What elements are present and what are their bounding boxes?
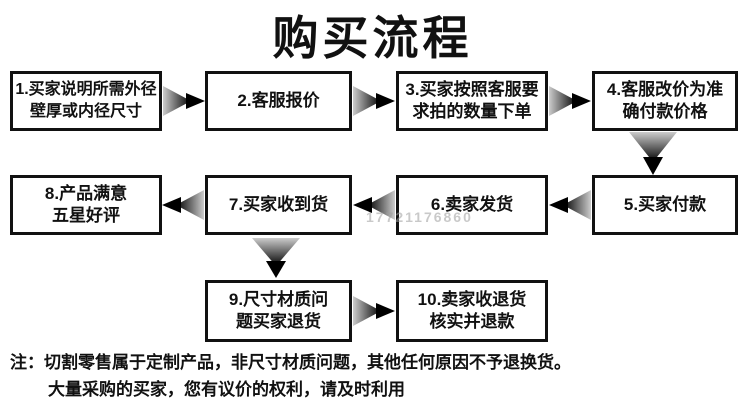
flow-box-10-line2: 核实并退款: [429, 312, 515, 331]
arrow-left-icon: [162, 190, 204, 220]
page-title: 购买流程: [272, 12, 473, 64]
arrow-right-icon: [353, 86, 395, 116]
arrow-down-icon: [629, 132, 677, 175]
flow-box-9-line1: 9.尺寸材质问: [228, 290, 329, 309]
arrow-right-icon: [353, 296, 395, 326]
flow-box-8-line1: 8.产品满意: [44, 184, 128, 203]
flow-box-3-line2: 求拍的数量下单: [412, 102, 532, 121]
flow-box-4-line1: 4.客服改价为准: [606, 80, 724, 99]
flow-box-2: 2.客服报价: [205, 71, 352, 131]
footer-note-line1: 注：切割零售属于定制产品，非尺寸材质问题，其他任何原因不予退换货。: [10, 353, 571, 372]
flow-box-4-line2: 确付款价格: [622, 102, 708, 121]
flow-box-8: 8.产品满意 五星好评: [10, 175, 162, 235]
flow-box-5-line1: 5.买家付款: [623, 195, 707, 214]
flow-box-9-line2: 题买家退货: [236, 312, 321, 331]
arrow-left-icon: [549, 190, 591, 220]
flow-box-8-line2: 五星好评: [52, 206, 120, 225]
footer-note: 注：切割零售属于定制产品，非尺寸材质问题，其他任何原因不予退换货。 大量采购的买…: [10, 349, 571, 403]
flow-box-1-line1: 1.买家说明所需外径: [15, 81, 157, 98]
flow-box-7-line1: 7.买家收到货: [228, 195, 329, 214]
flow-box-10: 10.卖家收退货 核实并退款: [396, 280, 548, 342]
flow-box-9: 9.尺寸材质问 题买家退货: [205, 280, 352, 342]
footer-note-line2: 大量采购的买家，您有议价的权利，请及时利用: [48, 380, 405, 399]
flow-box-3: 3.买家按照客服要 求拍的数量下单: [396, 71, 548, 131]
arrow-right-icon: [163, 86, 205, 116]
flow-box-7: 7.买家收到货: [205, 175, 352, 235]
arrow-left-icon: [353, 190, 395, 220]
flow-box-6: 6.卖家发货: [396, 175, 548, 235]
arrow-down-icon: [252, 238, 300, 278]
arrow-right-icon: [549, 86, 591, 116]
flow-box-4: 4.客服改价为准 确付款价格: [592, 71, 738, 131]
flow-box-1-line2: 壁厚或内径尺寸: [29, 103, 142, 120]
flow-box-5: 5.买家付款: [592, 175, 738, 235]
flow-box-1: 1.买家说明所需外径 壁厚或内径尺寸: [10, 71, 162, 131]
flow-box-2-line1: 2.客服报价: [237, 91, 320, 110]
flow-box-3-line1: 3.买家按照客服要: [405, 80, 539, 99]
flow-box-10-line1: 10.卖家收退货: [417, 290, 527, 309]
flow-box-6-line1: 6.卖家发货: [430, 195, 514, 214]
watermark: 17721176860: [366, 209, 473, 225]
